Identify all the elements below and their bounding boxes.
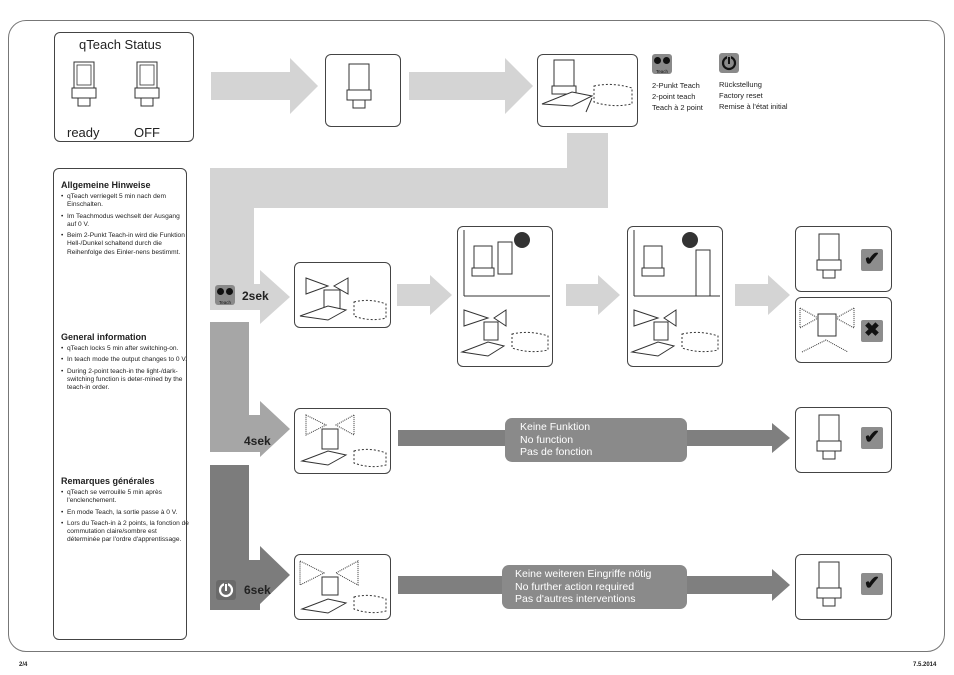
- flow-arrow-2sek-b: [566, 275, 620, 315]
- sensor-ready-icon: [71, 61, 97, 107]
- notes-de: Allgemeine Hinweise qTeach verriegelt 5 …: [61, 180, 189, 260]
- notes-box: Allgemeine Hinweise qTeach verriegelt 5 …: [53, 168, 189, 640]
- notes-fr-title: Remarques générales: [61, 476, 155, 486]
- factory-reset-icon: [719, 53, 739, 73]
- row-6sek-banner-en: No further action required: [515, 580, 635, 593]
- teach-legend-fr: Teach à 2 point: [652, 103, 703, 112]
- row-6sek-banner: Keine weiteren Eingriffe nötig No furthe…: [502, 565, 687, 609]
- factory-reset-icon: [216, 580, 236, 600]
- check-icon: ✔: [861, 427, 883, 449]
- notes-de-item: Im Teachmodus wechselt der Ausgang auf 0…: [61, 213, 189, 230]
- flow-arrow-4sek: [210, 322, 290, 457]
- notes-de-item: Beim 2-Punkt Teach-in wird die Funktion …: [61, 232, 189, 257]
- row-4sek-banner: Keine Funktion No function Pas de foncti…: [505, 418, 687, 462]
- flow-arrow-top-2: [409, 58, 533, 114]
- flow-arrow-2sek-a: [397, 275, 452, 315]
- flow-arrow-2sek: [210, 133, 608, 324]
- reset-legend-fr: Remise à l'état initial: [719, 102, 788, 111]
- notes-en-item: During 2-point teach-in the light-/dark-…: [61, 368, 189, 393]
- sensor-flash-illustration: [299, 560, 387, 614]
- notes-fr-item: Lors du Teach-in à 2 points, la fonction…: [61, 520, 189, 545]
- flow-arrow-6sek: [210, 465, 290, 610]
- reset-legend-de: Rückstellung: [719, 80, 762, 89]
- flow-arrow-top-1: [211, 58, 318, 114]
- row-2sek-badge-label: Teach: [218, 300, 231, 305]
- row-4sek-banner-fr: Pas de fonction: [520, 446, 593, 458]
- status-title: qTeach Status: [79, 37, 162, 52]
- teach-legend-de: 2-Punkt Teach: [652, 81, 700, 90]
- teach-badge-icon: Teach: [652, 54, 672, 74]
- page-number: 2/4: [19, 662, 28, 668]
- notes-en-item: qTeach locks 5 min after switching-on.: [61, 345, 189, 354]
- notes-en-item: In teach mode the output changes to 0 V.: [61, 356, 189, 365]
- sensor-icon: [816, 414, 842, 460]
- sensor-teach-illustration: [541, 59, 633, 113]
- teach-legend-en: 2-point teach: [652, 92, 696, 101]
- check-icon: ✔: [861, 573, 883, 595]
- cross-icon: ✖: [861, 320, 883, 342]
- sensor-off-icon: [134, 61, 160, 107]
- document-date: 7.5.2014: [913, 662, 937, 668]
- teach-badge-label: Teach: [655, 69, 668, 74]
- row-4sek-label: 4sek: [244, 434, 271, 448]
- flow-arrow-2sek-c: [735, 275, 790, 315]
- notes-fr-item: qTeach se verrouille 5 min après l'encle…: [61, 489, 189, 506]
- sensor-icon: [816, 561, 842, 607]
- status-off-label: OFF: [134, 125, 160, 140]
- teach-legend: 2-Punkt Teach 2-point teach Teach à 2 po…: [652, 80, 703, 113]
- check-icon: ✔: [861, 249, 883, 271]
- row-6sek-label: 6sek: [244, 583, 271, 597]
- sensor-icon: [346, 63, 372, 109]
- notes-en: General information qTeach locks 5 min a…: [61, 332, 189, 395]
- teach-badge-icon: Teach: [215, 285, 235, 305]
- reset-legend-en: Factory reset: [719, 91, 763, 100]
- notes-en-title: General information: [61, 332, 147, 342]
- reset-legend: Rückstellung Factory reset Remise à l'ét…: [719, 79, 788, 112]
- row-6sek-banner-fr: Pas d'autres interventions: [515, 593, 636, 605]
- sensor-flash-illustration: [799, 307, 855, 353]
- notes-de-item: qTeach verriegelt 5 min nach dem Einscha…: [61, 193, 189, 210]
- notes-de-title: Allgemeine Hinweise: [61, 180, 151, 190]
- sensor-flash-illustration: [300, 414, 387, 468]
- sensor-teach-illustration: [299, 277, 387, 321]
- row-2sek-label: 2sek: [242, 289, 269, 303]
- sensor-teach-light-illustration: [630, 230, 720, 357]
- status-ready-label: ready: [67, 125, 100, 140]
- row-6sek-banner-de: Keine weiteren Eingriffe nötig: [515, 568, 652, 580]
- row-4sek-banner-de: Keine Funktion: [520, 421, 591, 433]
- sensor-icon: [816, 233, 842, 279]
- notes-fr: Remarques générales qTeach se verrouille…: [61, 476, 189, 548]
- page-frame: [8, 20, 945, 652]
- sensor-teach-dark-illustration: [460, 230, 550, 357]
- row-4sek-banner-en: No function: [520, 433, 574, 446]
- notes-fr-item: En mode Teach, la sortie passe à 0 V.: [61, 509, 189, 518]
